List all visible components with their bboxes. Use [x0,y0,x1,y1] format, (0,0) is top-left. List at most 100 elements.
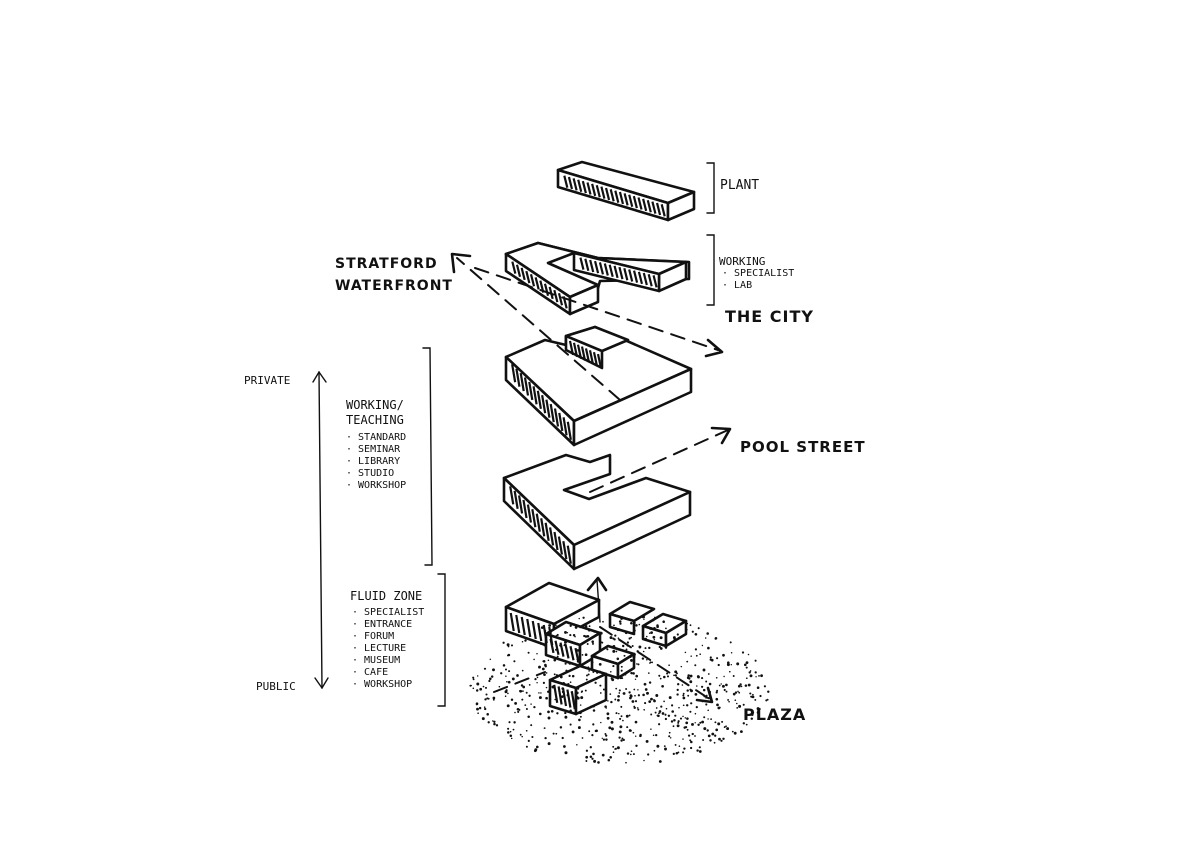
stipple-dot [678,745,681,747]
stipple-dot [685,704,689,707]
stipple-dot [649,627,652,630]
stipple-dot [514,711,516,714]
stipple-dot [705,680,708,683]
hatch-stroke [562,417,568,436]
stipple-dot [752,711,755,714]
hatch-stroke [557,536,564,555]
hatch-stroke [647,273,653,287]
stipple-dot [587,673,590,676]
stipple-dot [689,688,692,691]
stipple-dot [658,645,661,649]
stipple-dot [531,735,534,739]
hatch-stroke [557,686,563,705]
stipple-dot [676,693,679,696]
stipple-dot [726,663,730,667]
stipple-dot [594,681,597,684]
stipple-dot [709,656,712,659]
stipple-dot [512,728,515,731]
fluid-bracket [437,573,446,707]
stipple-dot [737,690,739,693]
fluid-item-cafe: · CAFE [352,667,388,678]
stipple-dot [485,693,488,696]
hatch-stroke [553,408,560,427]
stipple-dot [510,644,514,647]
stipple-dot [706,632,709,635]
stipple-dot [505,689,508,692]
fluid-item-workshop: · WORKSHOP [352,679,412,690]
stipple-dot [666,672,669,675]
stipple-dot [566,693,570,697]
stipple-dot [472,676,475,679]
hatch-stroke [511,261,517,274]
stipple-dot [609,636,613,640]
stipple-dot [635,674,639,678]
stipple-dot [486,713,489,716]
stipple-dot [621,737,624,740]
stipple-dot [754,659,757,662]
public-label: PUBLIC [256,680,296,693]
teaching-label-line2: TEACHING [346,413,404,427]
hatch-stroke [536,390,542,409]
stipple-dot [732,675,735,677]
stipple-dot [538,692,540,694]
stipple-dot [615,650,618,653]
hatch-stroke [515,368,521,387]
stipple-dot [488,679,491,683]
stipple-dot [614,748,616,750]
stipple-dot [592,709,596,712]
stipple-dot [634,694,636,697]
fluid-item-forum: · FORUM [352,631,394,642]
stipple-dot [750,695,753,698]
stipple-dot [648,681,652,684]
stipple-dot [524,704,527,707]
stipple-dot [605,738,608,741]
stipple-dot [513,721,516,724]
stipple-dot [689,680,693,684]
stipple-dot [620,617,623,620]
stipple-dot [648,632,651,634]
stipple-dot [750,717,754,720]
stipple-dot [602,620,604,623]
stipple-dot [610,671,612,673]
stipple-dot [574,635,576,638]
stipple-dot [612,637,615,640]
stipple-dot [617,694,620,698]
fluid-item-lecture: · LECTURE [352,643,406,654]
the-city-arrow [474,267,724,358]
hatch-stroke [509,486,515,505]
hatch-stroke [509,612,515,632]
stipple-dot [686,717,689,720]
stipple-dot [682,696,686,700]
stipple-dot [737,684,741,688]
hatch-stroke [628,194,634,208]
stipple-dot [564,751,568,755]
hatch-stroke [519,372,525,392]
stipple-dot [751,713,754,717]
stipple-dot [502,664,506,667]
stipple-dot [718,706,721,709]
hatch-stroke [535,513,541,532]
stipple-dot [667,714,671,717]
stipple-dot [659,677,662,680]
stipple-dot [689,739,692,742]
hatch-stroke [520,616,526,636]
hatch-stroke [580,346,587,361]
stipple-dot [728,670,731,673]
stipple-dot [646,691,649,695]
stipple-dot [714,637,718,640]
stipple-dot [736,662,740,666]
stipple-dot [525,745,528,748]
stipple-dot [555,674,559,677]
stipple-dot [754,671,757,674]
stipple-dot [580,691,583,693]
stipple-dot [621,644,625,648]
stipple-dot [519,689,522,693]
stipple-dot [676,672,678,675]
stipple-dot [687,694,690,697]
stipple-dot [663,700,665,703]
stipple-dot [706,729,709,732]
teaching-bracket [422,347,433,566]
stipple-dot [717,663,720,667]
hatch-stroke [534,277,540,290]
stipple-dot [547,710,550,714]
